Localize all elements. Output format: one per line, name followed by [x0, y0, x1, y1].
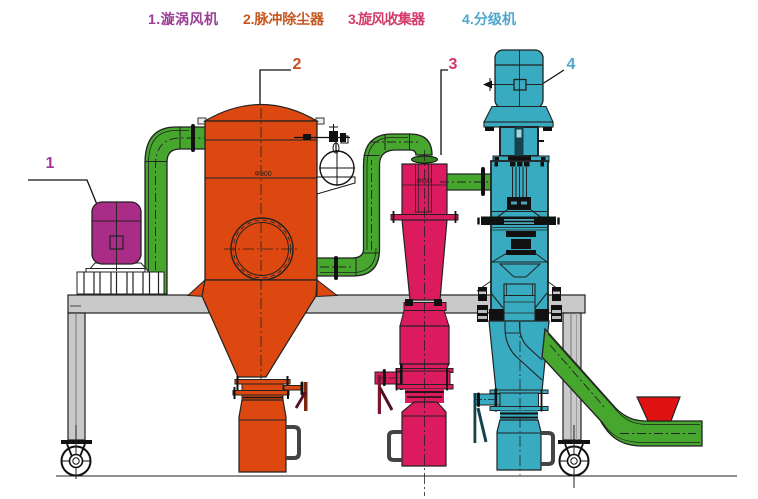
svg-text:Φ500: Φ500: [417, 179, 432, 185]
svg-text:Φ900: Φ900: [254, 171, 271, 178]
svg-text:3: 3: [449, 56, 458, 73]
svg-text:4: 4: [567, 56, 576, 73]
svg-text:2: 2: [293, 56, 302, 73]
svg-text:1.漩涡风机: 1.漩涡风机: [148, 11, 218, 27]
svg-text:1: 1: [46, 155, 55, 172]
svg-text:4.分级机: 4.分级机: [462, 11, 516, 27]
svg-text:2.脉冲除尘器: 2.脉冲除尘器: [243, 11, 325, 27]
svg-text:3.旋风收集器: 3.旋风收集器: [348, 11, 426, 27]
